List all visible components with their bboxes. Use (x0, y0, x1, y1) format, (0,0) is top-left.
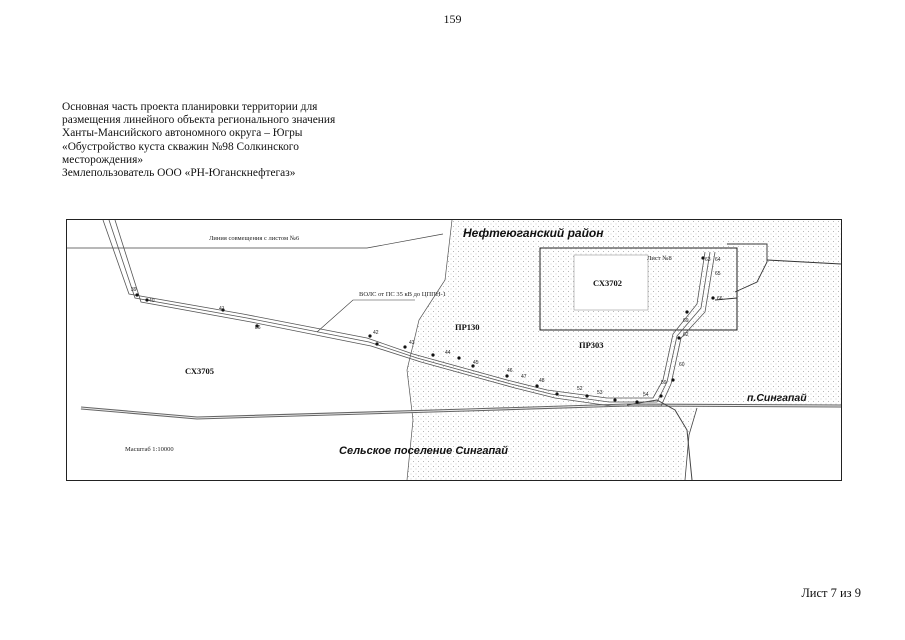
point-label: 59 (661, 380, 667, 386)
cable-leader-line (316, 299, 415, 333)
sheet-8-frame (539, 247, 738, 331)
point-label: 44 (445, 350, 451, 356)
district-boundary-east (684, 407, 698, 480)
planning-map: 39 40 41 86 42 43 44 45 46 47 48 52 53 5… (66, 219, 842, 481)
point-label: 53 (597, 390, 603, 396)
document-title: Основная часть проекта планировки террит… (62, 101, 402, 180)
point-label: 40 (149, 298, 155, 304)
point-label: 48 (539, 378, 545, 384)
point-label: 62 (683, 332, 689, 338)
map-canvas: 39 40 41 86 42 43 44 45 46 47 48 52 53 5… (67, 220, 841, 480)
pipeline-corridor-a (102, 220, 706, 399)
pipeline-corridor-c (114, 220, 716, 407)
district-label: Нефтеюганский район (463, 226, 604, 240)
point-label: 52 (577, 386, 583, 392)
sheet-8-label: Лист №8 (647, 255, 672, 262)
page-number: 159 (443, 12, 462, 26)
area-label-cx3702: СХ3702 (593, 278, 622, 288)
cable-label: ВОЛС от ПС 35 кВ до ЦППН-1 (359, 291, 446, 298)
title-line: месторождения» (62, 153, 144, 166)
settlement-label: Сельское поселение Сингапай (339, 445, 508, 457)
match-line-label: Линия совмещения с листом №6 (209, 235, 300, 242)
district-boundary (406, 220, 453, 480)
point-label: 43 (409, 340, 415, 346)
road-inner (80, 404, 841, 419)
point-label: 64 (715, 257, 721, 263)
point-label: 54 (643, 392, 649, 398)
title-line: Основная часть проекта планировки террит… (62, 101, 318, 113)
title-line: «Обустройство куста скважин №98 Солкинск… (62, 140, 299, 153)
point-label: 60 (679, 362, 685, 368)
pipeline-corridor-b (108, 220, 711, 403)
area-label-pr130: ПР130 (455, 322, 480, 332)
title-line: Ханты-Мансийского автономного округа – Ю… (62, 127, 303, 140)
boundary-line (67, 233, 444, 249)
land-user-line: Землепользователь ООО «РН-Юганскнефтегаз… (62, 167, 296, 180)
sheet-counter: Лист 7 из 9 (801, 586, 861, 600)
point-label: 45 (473, 360, 479, 366)
village-label: п.Сингапай (747, 392, 807, 404)
point-label: 47 (521, 374, 527, 380)
point-label: 86 (255, 325, 261, 331)
area-label-cx3705: СХ3705 (185, 366, 214, 376)
area-label-pr303: ПР303 (579, 340, 604, 350)
boundary-right-line (766, 259, 841, 265)
point-label: 46 (507, 368, 513, 374)
point-label: 41 (219, 306, 225, 312)
point-label: 66 (717, 296, 723, 302)
point-label: 42 (373, 330, 379, 336)
district-hatch-area (407, 220, 841, 480)
point-label: 63 (705, 257, 711, 263)
boundary-step-line (727, 243, 768, 293)
point-label: 69 (683, 318, 689, 324)
scale-label: Масштаб 1:10000 (125, 446, 174, 453)
point-label: 39 (131, 287, 137, 293)
plot-cx3702 (573, 254, 649, 311)
pipeline-end-stub (714, 297, 738, 301)
title-line: размещения линейного объекта регионально… (62, 114, 336, 127)
point-label: 65 (715, 271, 721, 277)
